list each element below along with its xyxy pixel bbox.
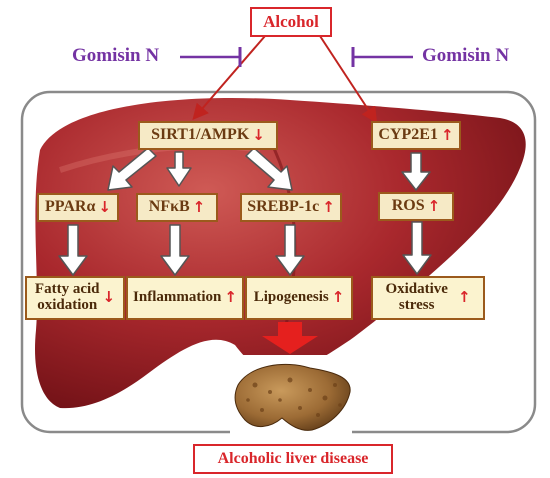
- gomisin-right-label: Gomisin N: [422, 45, 510, 66]
- up-arrow-icon: ↑: [427, 196, 441, 215]
- fatty-acid-label: Fatty acid: [34, 281, 100, 298]
- up-arrow-icon: ↑: [457, 288, 471, 307]
- sirt1-ampk-label: SIRT1/AMPK: [151, 126, 250, 144]
- down-arrow-icon: ↓: [98, 197, 111, 216]
- liver-image: [35, 98, 526, 409]
- stress-label: stress: [398, 297, 435, 313]
- lipogenesis-label: Lipogenesis: [253, 289, 329, 306]
- inflammation-label: Inflammation: [133, 289, 222, 306]
- up-arrow-icon: ↑: [192, 197, 206, 216]
- alcoholic-liver-disease-box: Alcoholic liver disease: [193, 444, 393, 474]
- up-arrow-icon: ↑: [331, 288, 345, 307]
- sirt1-ampk-box: SIRT1/AMPK ↓: [138, 121, 278, 150]
- up-arrow-icon: ↑: [224, 288, 237, 307]
- ppara-box: PPARα ↓: [37, 193, 119, 222]
- ros-label: ROS: [391, 197, 425, 215]
- inflammation-box: Inflammation ↑: [126, 276, 244, 320]
- lipogenesis-box: Lipogenesis ↑: [245, 276, 353, 320]
- ros-box: ROS ↑: [378, 192, 454, 221]
- alcohol-label: Alcohol: [263, 12, 319, 32]
- cirrhotic-liver-image: [230, 355, 352, 437]
- gomisin-left-label: Gomisin N: [72, 45, 160, 66]
- oxidation-label: oxidation: [37, 297, 98, 313]
- cyp2e1-box: CYP2E1 ↑: [371, 121, 461, 150]
- srebp-1c-label: SREBP-1c: [247, 198, 320, 216]
- down-arrow-icon: ↓: [102, 288, 116, 307]
- alcohol-box: Alcohol: [250, 7, 332, 37]
- up-arrow-icon: ↑: [440, 125, 454, 144]
- big-red-arrow: [262, 322, 318, 354]
- nfkb-box: NFκB ↑: [136, 193, 218, 222]
- up-arrow-icon: ↑: [322, 197, 335, 216]
- fatty-acid-oxidation-box: Fatty acid oxidation ↓: [25, 276, 125, 320]
- oxidative-stress-box: Oxidative stress ↑: [371, 276, 485, 320]
- cyp2e1-label: CYP2E1: [378, 126, 438, 144]
- oxidative-label: Oxidative: [385, 281, 448, 298]
- nfkb-label: NFκB: [148, 198, 190, 216]
- down-arrow-icon: ↓: [252, 125, 265, 144]
- srebp-1c-box: SREBP-1c ↑: [240, 193, 342, 222]
- ppara-label: PPARα: [45, 198, 96, 216]
- alcoholic-liver-disease-label: Alcoholic liver disease: [217, 449, 369, 467]
